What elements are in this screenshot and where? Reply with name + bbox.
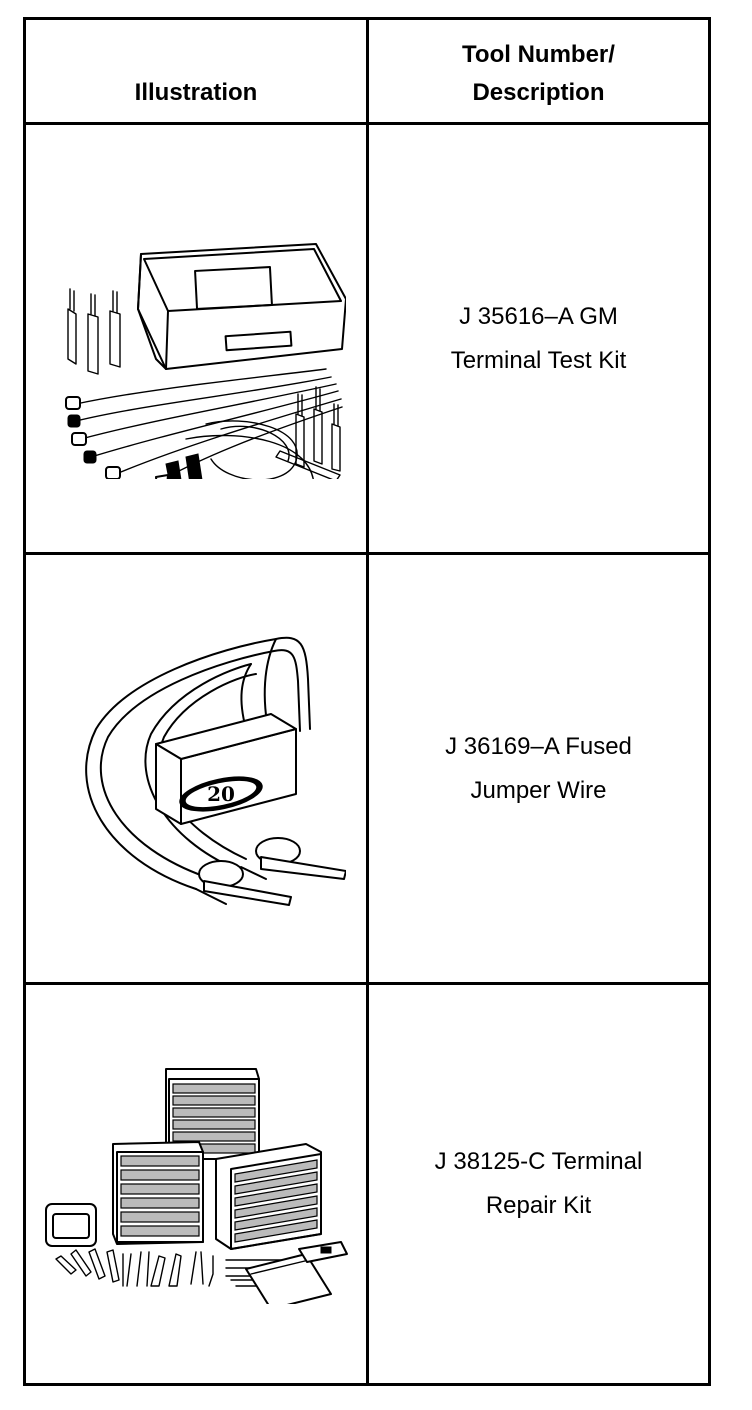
header-tool-number: Tool Number/ Description — [369, 20, 708, 122]
description-cell: J 38125-C Terminal Repair Kit — [369, 985, 708, 1383]
illustration-cell — [26, 125, 366, 552]
table-row: 20 J 36169–A Fused Jumper Wire — [26, 555, 708, 985]
terminal-test-kit-illustration — [65, 242, 346, 479]
table-header-row: Illustration Tool Number/ Description — [26, 20, 708, 125]
column-divider — [366, 20, 369, 122]
tool-number: J 36169–A Fused — [445, 732, 632, 760]
terminal-repair-kit-illustration — [45, 1068, 348, 1304]
illustration-cell — [26, 985, 366, 1383]
tool-description: Terminal Test Kit — [450, 346, 627, 374]
column-divider — [366, 555, 369, 982]
fuse-rating-label: 20 — [207, 782, 235, 806]
header-tool-number-line1: Tool Number/ — [462, 41, 615, 68]
header-illustration: Illustration — [26, 20, 366, 122]
table-row: J 38125-C Terminal Repair Kit — [26, 985, 708, 1383]
illustration-cell: 20 — [26, 555, 366, 982]
description-cell: J 36169–A Fused Jumper Wire — [369, 555, 708, 982]
header-illustration-label: Illustration — [134, 79, 258, 106]
column-divider — [366, 125, 369, 552]
tool-table: Illustration Tool Number/ Description — [23, 17, 711, 1386]
description-cell: J 35616–A GM Terminal Test Kit — [369, 125, 708, 552]
column-divider — [366, 985, 369, 1383]
table-row: J 35616–A GM Terminal Test Kit — [26, 125, 708, 555]
tool-description: Repair Kit — [485, 1192, 592, 1219]
tool-number: J 35616–A GM — [459, 302, 618, 330]
tool-description: Jumper Wire — [470, 776, 607, 804]
header-tool-number-line2: Description — [472, 79, 605, 106]
tool-number: J 38125-C Terminal — [434, 1148, 643, 1175]
fused-jumper-wire-illustration: 20 — [85, 636, 346, 906]
